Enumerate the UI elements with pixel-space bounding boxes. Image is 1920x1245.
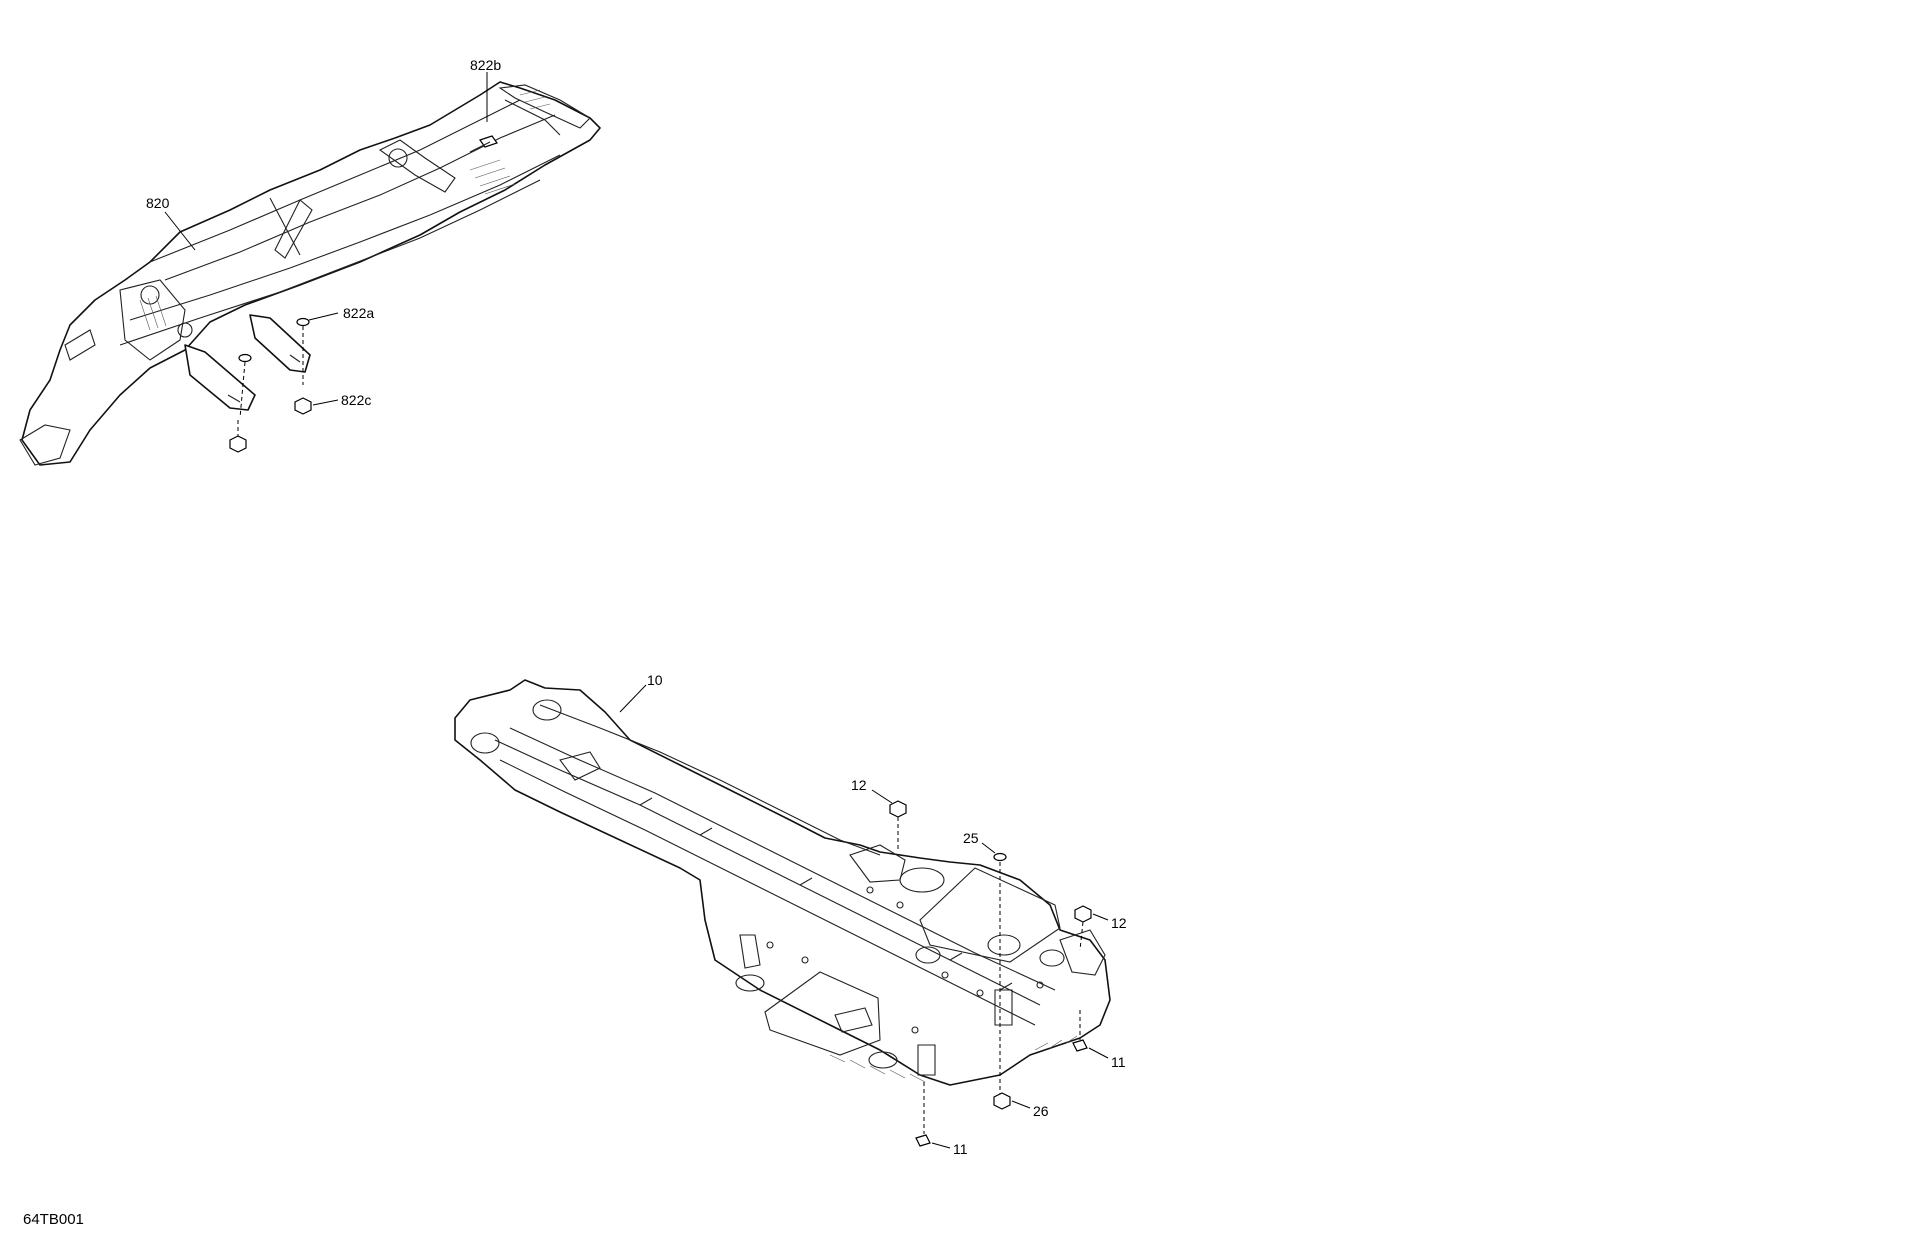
callout-822a: 822a <box>343 305 375 321</box>
upper-hardware <box>164 72 498 453</box>
callout-11-right: 11 <box>1111 1054 1126 1070</box>
callout-26: 26 <box>1033 1103 1049 1119</box>
callout-820: 820 <box>146 195 170 211</box>
callout-10: 10 <box>647 672 663 688</box>
callout-822b: 822b <box>470 57 502 73</box>
callout-25: 25 <box>963 830 979 846</box>
callout-11-bottom: 11 <box>953 1141 968 1157</box>
callout-822c: 822c <box>341 392 372 408</box>
skid-plate-part-10 <box>454 679 1111 1086</box>
callout-12-top: 12 <box>851 777 867 793</box>
drawing-id: 64TB001 <box>23 1211 84 1228</box>
lower-hardware <box>619 684 1109 1149</box>
callout-12-right: 12 <box>1111 915 1127 931</box>
frame-rail-part-820 <box>19 81 601 466</box>
